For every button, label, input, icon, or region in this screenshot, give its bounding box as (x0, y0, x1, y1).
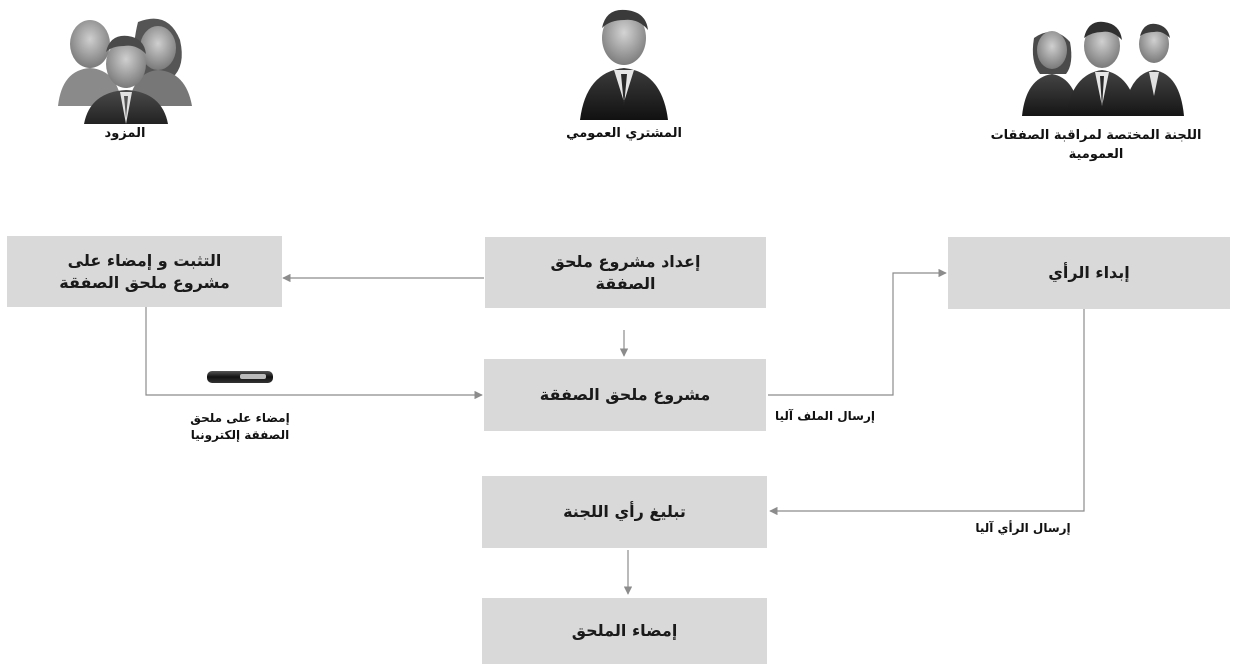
prepare-draft-line1: إعداد مشروع ملحق (550, 251, 701, 271)
arrow-opinion-to-notify (769, 309, 1085, 516)
verify-sign-line1: التثبت و إمضاء على (67, 250, 222, 270)
sign-annex-box: إمضاء الملحق (482, 598, 767, 664)
buyer-label: المشتري العمومي (566, 126, 682, 141)
verify-sign-box: التثبت و إمضاء على مشروع ملحق الصفقة (7, 236, 282, 307)
draft-annex-box: مشروع ملحق الصفقة (484, 359, 766, 431)
notify-opinion-line1: تبليغ رأي اللجنة (563, 502, 686, 521)
prepare-draft-line2: الصفقة (595, 273, 656, 293)
send-opinion-note: إرسال الرأي آليا (975, 521, 1071, 535)
esign-note: إمضاء على ملحق الصفقة إلكترونيا (150, 410, 330, 444)
prepare-box-notch (606, 308, 644, 330)
esign-note-line1: إمضاء على ملحق (190, 411, 290, 425)
give-opinion-line1: إبداء الرأي (1048, 263, 1130, 282)
esign-note-line2: الصفقة إلكترونيا (190, 428, 290, 442)
committee-group-icon (1022, 21, 1184, 116)
arrow-draft-to-opinion (768, 268, 947, 396)
draft-annex-line1: مشروع ملحق الصفقة (539, 385, 711, 404)
committee-label-line1: اللجنة المختصة لمراقبة الصفقات (990, 128, 1202, 143)
arrow-verify-to-draft (145, 307, 483, 400)
send-file-note: إرسال الملف آليا (775, 409, 875, 423)
buyer-person-icon (580, 9, 668, 120)
supplier-group-icon (58, 18, 192, 124)
verify-sign-line2: مشروع ملحق الصفقة (59, 272, 230, 292)
supplier-label: المزود (104, 126, 146, 141)
committee-label: اللجنة المختصة لمراقبة الصفقات العمومية (962, 126, 1230, 164)
committee-label-line2: العمومية (1068, 147, 1124, 162)
notify-opinion-box: تبليغ رأي اللجنة (482, 476, 767, 548)
usb-token-icon (207, 371, 273, 383)
sign-annex-line1: إمضاء الملحق (571, 621, 678, 640)
prepare-draft-box: إعداد مشروع ملحق الصفقة (485, 237, 766, 308)
give-opinion-box: إبداء الرأي (948, 237, 1230, 309)
